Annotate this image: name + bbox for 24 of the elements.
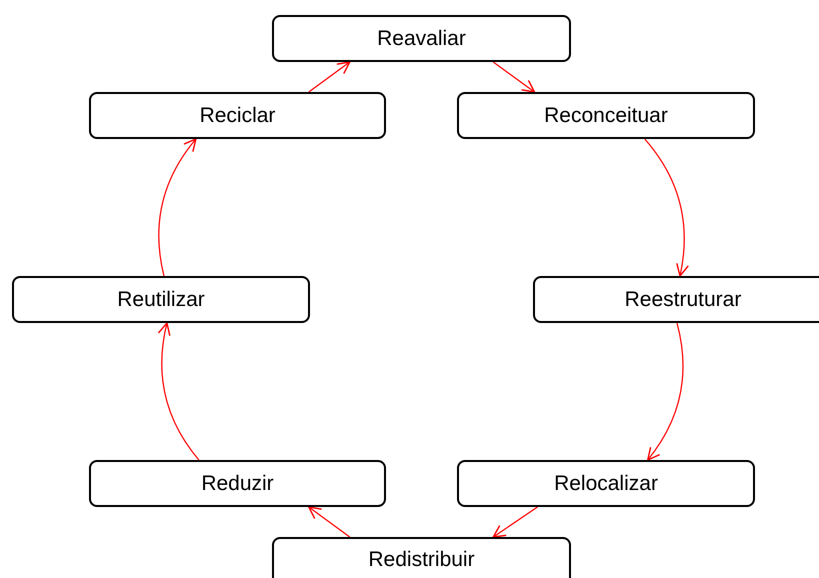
- arrow: [647, 322, 684, 461]
- arrow: [492, 506, 538, 538]
- process-box: [457, 92, 755, 139]
- box-label: Relocalizar: [554, 472, 658, 496]
- box-label: Reconceituar: [544, 104, 668, 128]
- box-label: Reestruturar: [624, 288, 742, 312]
- process-box: [272, 15, 571, 62]
- box-label: Reduzir: [201, 472, 274, 496]
- process-box: [89, 92, 386, 139]
- box-label: Reutilizar: [117, 288, 205, 312]
- process-box: [533, 276, 819, 323]
- process-box: [12, 276, 310, 323]
- box-label: Reciclar: [200, 104, 276, 128]
- arrow: [308, 61, 350, 92]
- arrow: [158, 138, 197, 276]
- process-box: [89, 460, 386, 507]
- arrow: [492, 62, 536, 93]
- process-box: [457, 460, 755, 507]
- arrow: [158, 322, 200, 460]
- box-label: Redistribuir: [368, 548, 475, 572]
- arrow: [644, 138, 689, 277]
- process-box: [272, 537, 571, 578]
- arrow: [308, 506, 350, 538]
- box-label: Reavaliar: [377, 26, 466, 50]
